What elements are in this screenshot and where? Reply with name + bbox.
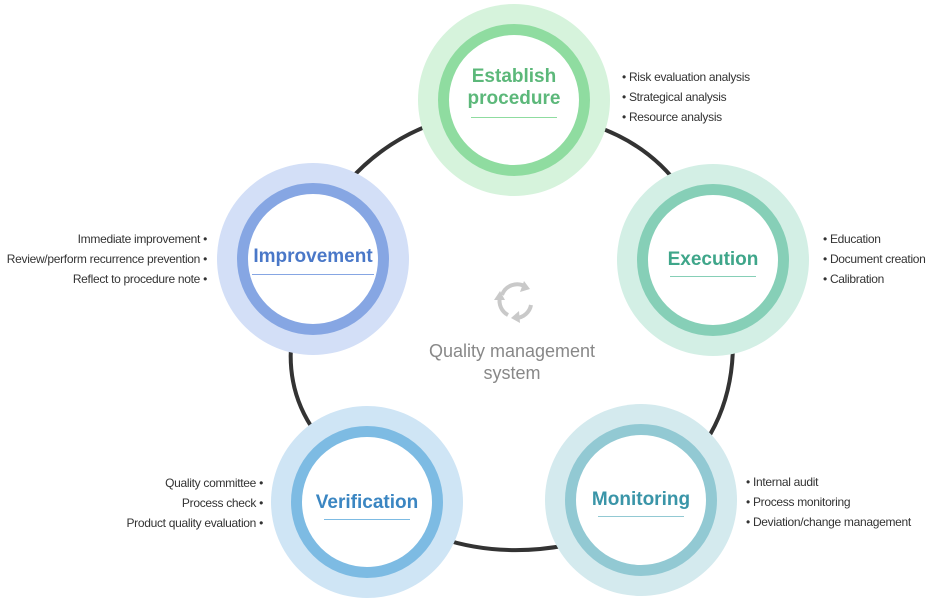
list-item: Deviation/change management bbox=[746, 512, 911, 532]
node-ring bbox=[237, 183, 389, 335]
list-item: Calibration bbox=[823, 269, 926, 289]
node-underline bbox=[670, 276, 756, 277]
node-underline bbox=[252, 274, 374, 275]
execution-bullets: Education Document creation Calibration bbox=[823, 229, 926, 289]
node-title-line1: Establish bbox=[471, 66, 557, 87]
list-item: Process check bbox=[126, 493, 263, 513]
list-item: Quality committee bbox=[126, 473, 263, 493]
list-item: Process monitoring bbox=[746, 492, 911, 512]
recycle-arrows-icon bbox=[494, 281, 533, 323]
node-monitoring: Monitoring bbox=[545, 404, 737, 596]
node-ring bbox=[291, 426, 443, 578]
node-verification: Verification bbox=[271, 406, 463, 598]
center-label: Quality management system bbox=[390, 340, 634, 384]
center-label-line2: system bbox=[483, 363, 541, 383]
list-item: Immediate improvement bbox=[7, 229, 207, 249]
node-establish-procedure: Establish procedure bbox=[418, 4, 610, 196]
node-underline bbox=[471, 117, 557, 118]
list-item: Reflect to procedure note bbox=[7, 269, 207, 289]
node-title: Execution bbox=[667, 249, 759, 270]
node-improvement: Improvement bbox=[217, 163, 409, 355]
node-ring bbox=[438, 24, 590, 176]
node-execution: Execution bbox=[617, 164, 809, 356]
arrow-monitoring-to-verification bbox=[433, 532, 569, 553]
center-label-line1: Quality management bbox=[428, 341, 596, 361]
list-item: Resource analysis bbox=[622, 107, 750, 127]
node-title: Verification bbox=[315, 492, 419, 513]
node-title: Monitoring bbox=[591, 489, 691, 510]
list-item: Review/perform recurrence prevention bbox=[7, 249, 207, 269]
node-title: Improvement bbox=[253, 246, 373, 267]
improvement-bullets: Immediate improvement Review/perform rec… bbox=[7, 229, 207, 289]
list-item: Strategical analysis bbox=[622, 87, 750, 107]
node-ring bbox=[637, 184, 789, 336]
monitoring-bullets: Internal audit Process monitoring Deviat… bbox=[746, 472, 911, 532]
node-title-line2: procedure bbox=[467, 88, 561, 109]
verification-bullets: Quality committee Process check Product … bbox=[126, 473, 263, 533]
node-title: Establish procedure bbox=[418, 66, 610, 110]
list-item: Internal audit bbox=[746, 472, 911, 492]
list-item: Education bbox=[823, 229, 926, 249]
node-underline bbox=[598, 516, 684, 517]
list-item: Document creation bbox=[823, 249, 926, 269]
establish-bullets: Risk evaluation analysis Strategical ana… bbox=[622, 67, 750, 127]
node-underline bbox=[324, 519, 410, 520]
list-item: Risk evaluation analysis bbox=[622, 67, 750, 87]
list-item: Product quality evaluation bbox=[126, 513, 263, 533]
node-ring bbox=[565, 424, 717, 576]
